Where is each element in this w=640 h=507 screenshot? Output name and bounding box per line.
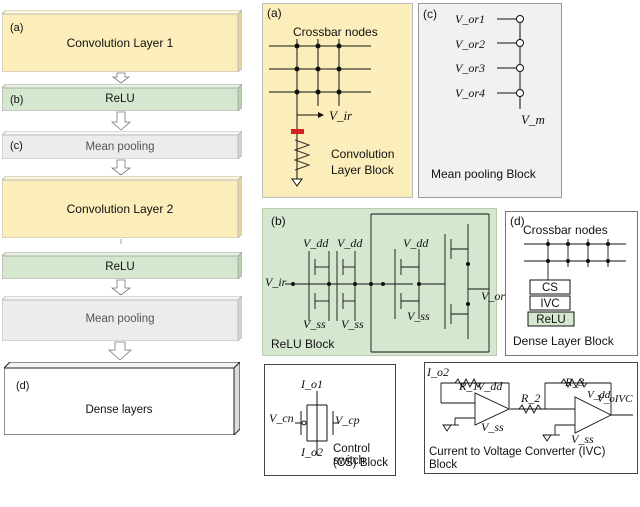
output-voltage-label: V_oIVC [597, 393, 633, 405]
vss-label: V_ss [341, 317, 364, 331]
control-switch-panel: I_o1 V_cn V_cp I_o2 Control switch (CS) … [264, 364, 396, 476]
panel-caption: ReLU Block [271, 337, 335, 351]
current-in-label: I_o1 [301, 377, 323, 391]
panel-caption: Dense Layer Block [513, 334, 614, 348]
mean-pooling-block-1: (c) Mean pooling [2, 131, 242, 159]
panel-tag: (d) [510, 214, 525, 228]
crossbar-diagram [269, 39, 371, 187]
vdd-label: V_dd [587, 389, 611, 401]
conv-layer-1-block: (a) Convolution Layer 1 [2, 10, 242, 72]
vdd-label: V_dd [477, 379, 503, 393]
ivc-panel: I_o2 R_1 V_dd R_2 R_3 V_dd V_oIVC V_ss V… [424, 362, 638, 474]
down-arrow-icon [110, 111, 132, 131]
block-tag: (a) [10, 22, 24, 34]
block-tag: (d) [16, 380, 30, 392]
dense-layer-panel: (d) Crossbar nodes CS IVC ReLU Dense Lay… [505, 211, 638, 356]
dense-crossbar-diagram [524, 239, 626, 327]
vss-label: V_ss [481, 420, 504, 434]
panel-caption-line1: Current to Voltage Converter (IVC) [429, 446, 606, 458]
panel-caption-line1: Convolution [331, 147, 395, 161]
dense-layers-block: (d) Dense layers [4, 362, 240, 435]
ivc-box-label: IVC [540, 298, 560, 310]
current-in-label: I_o2 [427, 365, 449, 379]
block-title: ReLU [105, 93, 135, 105]
input-voltage-label: V_or3 [455, 61, 485, 75]
input-voltage-label: V_or1 [455, 12, 485, 26]
vdd-label: V_dd [303, 236, 329, 250]
pipeline-arrows [107, 72, 133, 361]
crossbar-nodes-label: Crossbar nodes [523, 223, 608, 237]
block-title: Mean pooling [85, 141, 155, 153]
down-arrow-icon [107, 341, 133, 361]
vss-label: V_ss [571, 432, 594, 446]
relu-box-label: ReLU [536, 314, 566, 326]
output-voltage-label: V_or [481, 289, 505, 303]
block-title: Convolution Layer 2 [66, 202, 174, 216]
mean-pooling-block-2: Mean pooling [2, 296, 242, 341]
block-title: ReLU [105, 261, 135, 273]
conv-layer-2-block: Convolution Layer 2 [2, 176, 242, 238]
panel-caption-line1: Control switch [333, 443, 371, 467]
input-voltage-label: V_or2 [455, 37, 485, 51]
control-switch-circuit [295, 391, 339, 455]
mean-pooling-diagram [497, 15, 524, 109]
r1-label: R_1 [459, 379, 479, 393]
r2-label: R_2 [521, 391, 541, 405]
block-title: Mean pooling [85, 313, 155, 325]
panel-caption-line2: Layer Block [331, 163, 394, 177]
down-arrow-icon [110, 159, 132, 176]
relu-block-1: (b) ReLU [2, 84, 242, 111]
block-tag: (b) [10, 94, 24, 106]
block-title: Dense layers [85, 404, 153, 416]
panel-caption-line2: Block [429, 459, 458, 471]
vdd-label: V_dd [337, 236, 363, 250]
r3-label: R_3 [565, 375, 585, 389]
relu-panel: (b) [262, 208, 505, 356]
input-voltage-label: V_ir [265, 275, 287, 289]
mean-pooling-panel: (c) V_or1 V_or2 V_or3 V_or4 V_m Mean poo… [418, 3, 562, 198]
panel-tag: (a) [267, 6, 282, 20]
panel-tag: (b) [271, 214, 286, 228]
down-arrow-icon [111, 72, 131, 84]
output-voltage-label: V_ir [329, 108, 353, 123]
vss-label: V_ss [303, 317, 326, 331]
block-title: Convolution Layer 1 [66, 36, 174, 50]
input-voltage-label: V_or4 [455, 86, 485, 100]
panel-tag: (c) [423, 7, 437, 21]
vcn-label: V_cn [269, 411, 294, 425]
vcp-label: V_cp [335, 413, 360, 427]
convolution-layer-panel: (a) Crossbar nodes V_ir Convolution Laye… [262, 3, 413, 198]
relu-circuit [285, 213, 490, 353]
down-arrow-icon [110, 279, 132, 296]
current-out-label: I_o2 [301, 445, 323, 459]
block-tag: (c) [10, 140, 23, 152]
vdd-label: V_dd [403, 236, 429, 250]
ivc-circuit [440, 377, 633, 442]
relu-block-2: ReLU [2, 252, 242, 279]
panel-caption-line2: (CS) Block [333, 457, 388, 469]
output-voltage-label: V_m [521, 112, 545, 127]
crossbar-nodes-label: Crossbar nodes [293, 25, 378, 39]
panel-caption: Mean pooling Block [431, 167, 536, 181]
vss-label: V_ss [407, 309, 430, 323]
cs-box-label: CS [542, 282, 558, 294]
